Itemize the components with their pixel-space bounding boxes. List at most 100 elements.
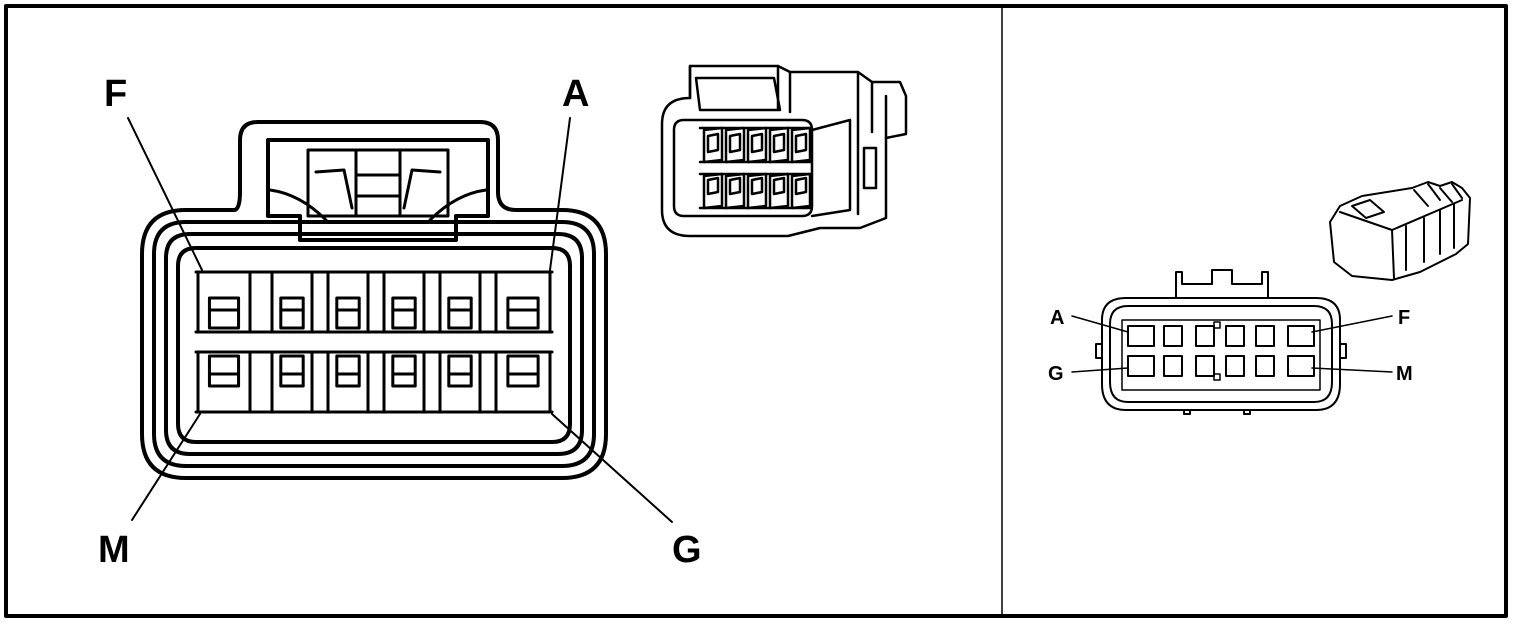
terminal-cavity-bottom [196,350,252,414]
small-housing-outline [1329,181,1471,281]
small-terminal-cavity-bottom [1287,355,1315,377]
label-pin-f: F [104,73,127,115]
label-small-pin-m: M [1396,363,1413,385]
left-connector-face [127,117,673,523]
label-small-pin-f: F [1398,307,1410,329]
terminal-cavity-top [382,270,426,334]
iso-cavity-top [702,126,724,164]
terminal-cavity-top [196,270,252,334]
terminal-contact [207,296,241,330]
leader-small-G [1071,367,1129,373]
small-terminal-cavity-top [1195,325,1215,347]
terminal-contact [207,354,241,388]
terminal-contact [279,296,305,330]
terminal-contact [335,296,361,330]
iso-contact-bottom [750,176,764,196]
iso-cavity-bottom [790,172,812,210]
iso-contact-bottom [706,176,720,196]
connector-shell-ring-4 [176,246,572,444]
iso-cavity-bottom [746,172,768,210]
small-polarity-key [1213,373,1221,381]
small-terminal-cavity-top [1255,325,1275,347]
terminal-cavity-bottom [494,350,552,414]
small-housing-latch [1351,199,1385,219]
small-terminal-cavity-top [1287,325,1315,347]
small-connector-side-keys [1095,343,1347,359]
latch-tab-left [314,168,354,210]
leader-G [551,413,673,523]
terminal-cavity-bottom [382,350,426,414]
small-terminal-cavity-bottom [1255,355,1275,377]
terminal-contact [447,296,473,330]
terminal-contact [391,354,417,388]
terminal-contact [391,296,417,330]
small-housing-edges [1339,199,1463,279]
iso-contact-top [794,132,808,154]
small-terminal-cavity-bottom [1127,355,1155,377]
small-polarity-key [1213,321,1221,329]
connector-3d-view-large [660,64,908,238]
iso-cavity-top [724,126,746,164]
iso-contact-bottom [772,176,786,196]
iso-cavity-top [768,126,790,164]
connector-shell-ring-2 [152,220,596,468]
small-terminal-cavity-top [1225,325,1245,347]
iso-contact-top [772,132,786,154]
small-connector-shell-inner [1109,305,1333,403]
leader-small-F [1311,315,1393,333]
label-pin-a: A [562,73,589,115]
terminal-contact [506,354,540,388]
small-terminal-cavity-top [1163,325,1183,347]
small-housing-grooves [1405,203,1455,271]
left-terminal-cavities [196,270,552,414]
terminal-cavity-bottom [270,350,314,414]
latch-curve-right [428,188,488,222]
label-pin-m: M [98,529,130,571]
leader-F [127,117,203,271]
small-connector-latch [1175,269,1269,299]
leader-small-A [1071,315,1129,333]
iso-cavity-top [746,126,768,164]
housing-top-latch [688,64,792,114]
terminal-cavity-top [494,270,552,334]
iso-cavity-top [790,126,812,164]
leader-M [131,413,201,521]
side-lock-tab [862,146,878,190]
iso-contact-top [706,132,720,154]
terminal-cavity-top [270,270,314,334]
small-terminal-cavity-bottom [1225,355,1245,377]
terminal-contact [447,354,473,388]
small-terminal-cavities [1127,321,1315,381]
connector-shell-outer [140,120,608,480]
iso-contact-bottom [794,176,808,196]
terminal-contact [335,354,361,388]
terminal-contact [506,296,540,330]
right-connector-face [1071,269,1393,415]
terminal-cavity-top [326,270,370,334]
terminal-cavity-top [438,270,482,334]
connector-3d-cavities [702,126,812,210]
small-terminal-area [1121,319,1321,391]
latch-window [306,148,450,218]
label-small-pin-a: A [1050,307,1064,329]
terminal-cavity-bottom [326,350,370,414]
iso-cavity-bottom [702,172,724,210]
connector-shell-ring-3 [164,232,584,456]
iso-contact-top [750,132,764,154]
housing-side [810,118,852,218]
leader-A [549,117,571,271]
label-pin-g: G [672,529,702,571]
latch-tab-right [402,168,442,210]
iso-contact-bottom [728,176,742,196]
housing-outline [660,64,908,238]
iso-contact-top [728,132,742,154]
latch-curve-left [268,188,328,222]
small-connector-shell-outer [1101,297,1341,411]
small-housing-ribs [1413,183,1463,207]
small-terminal-cavity-bottom [1163,355,1183,377]
housing-ribs [856,70,888,216]
small-connector-bottom-keys [1183,409,1251,415]
small-terminal-cavity-top [1127,325,1155,347]
